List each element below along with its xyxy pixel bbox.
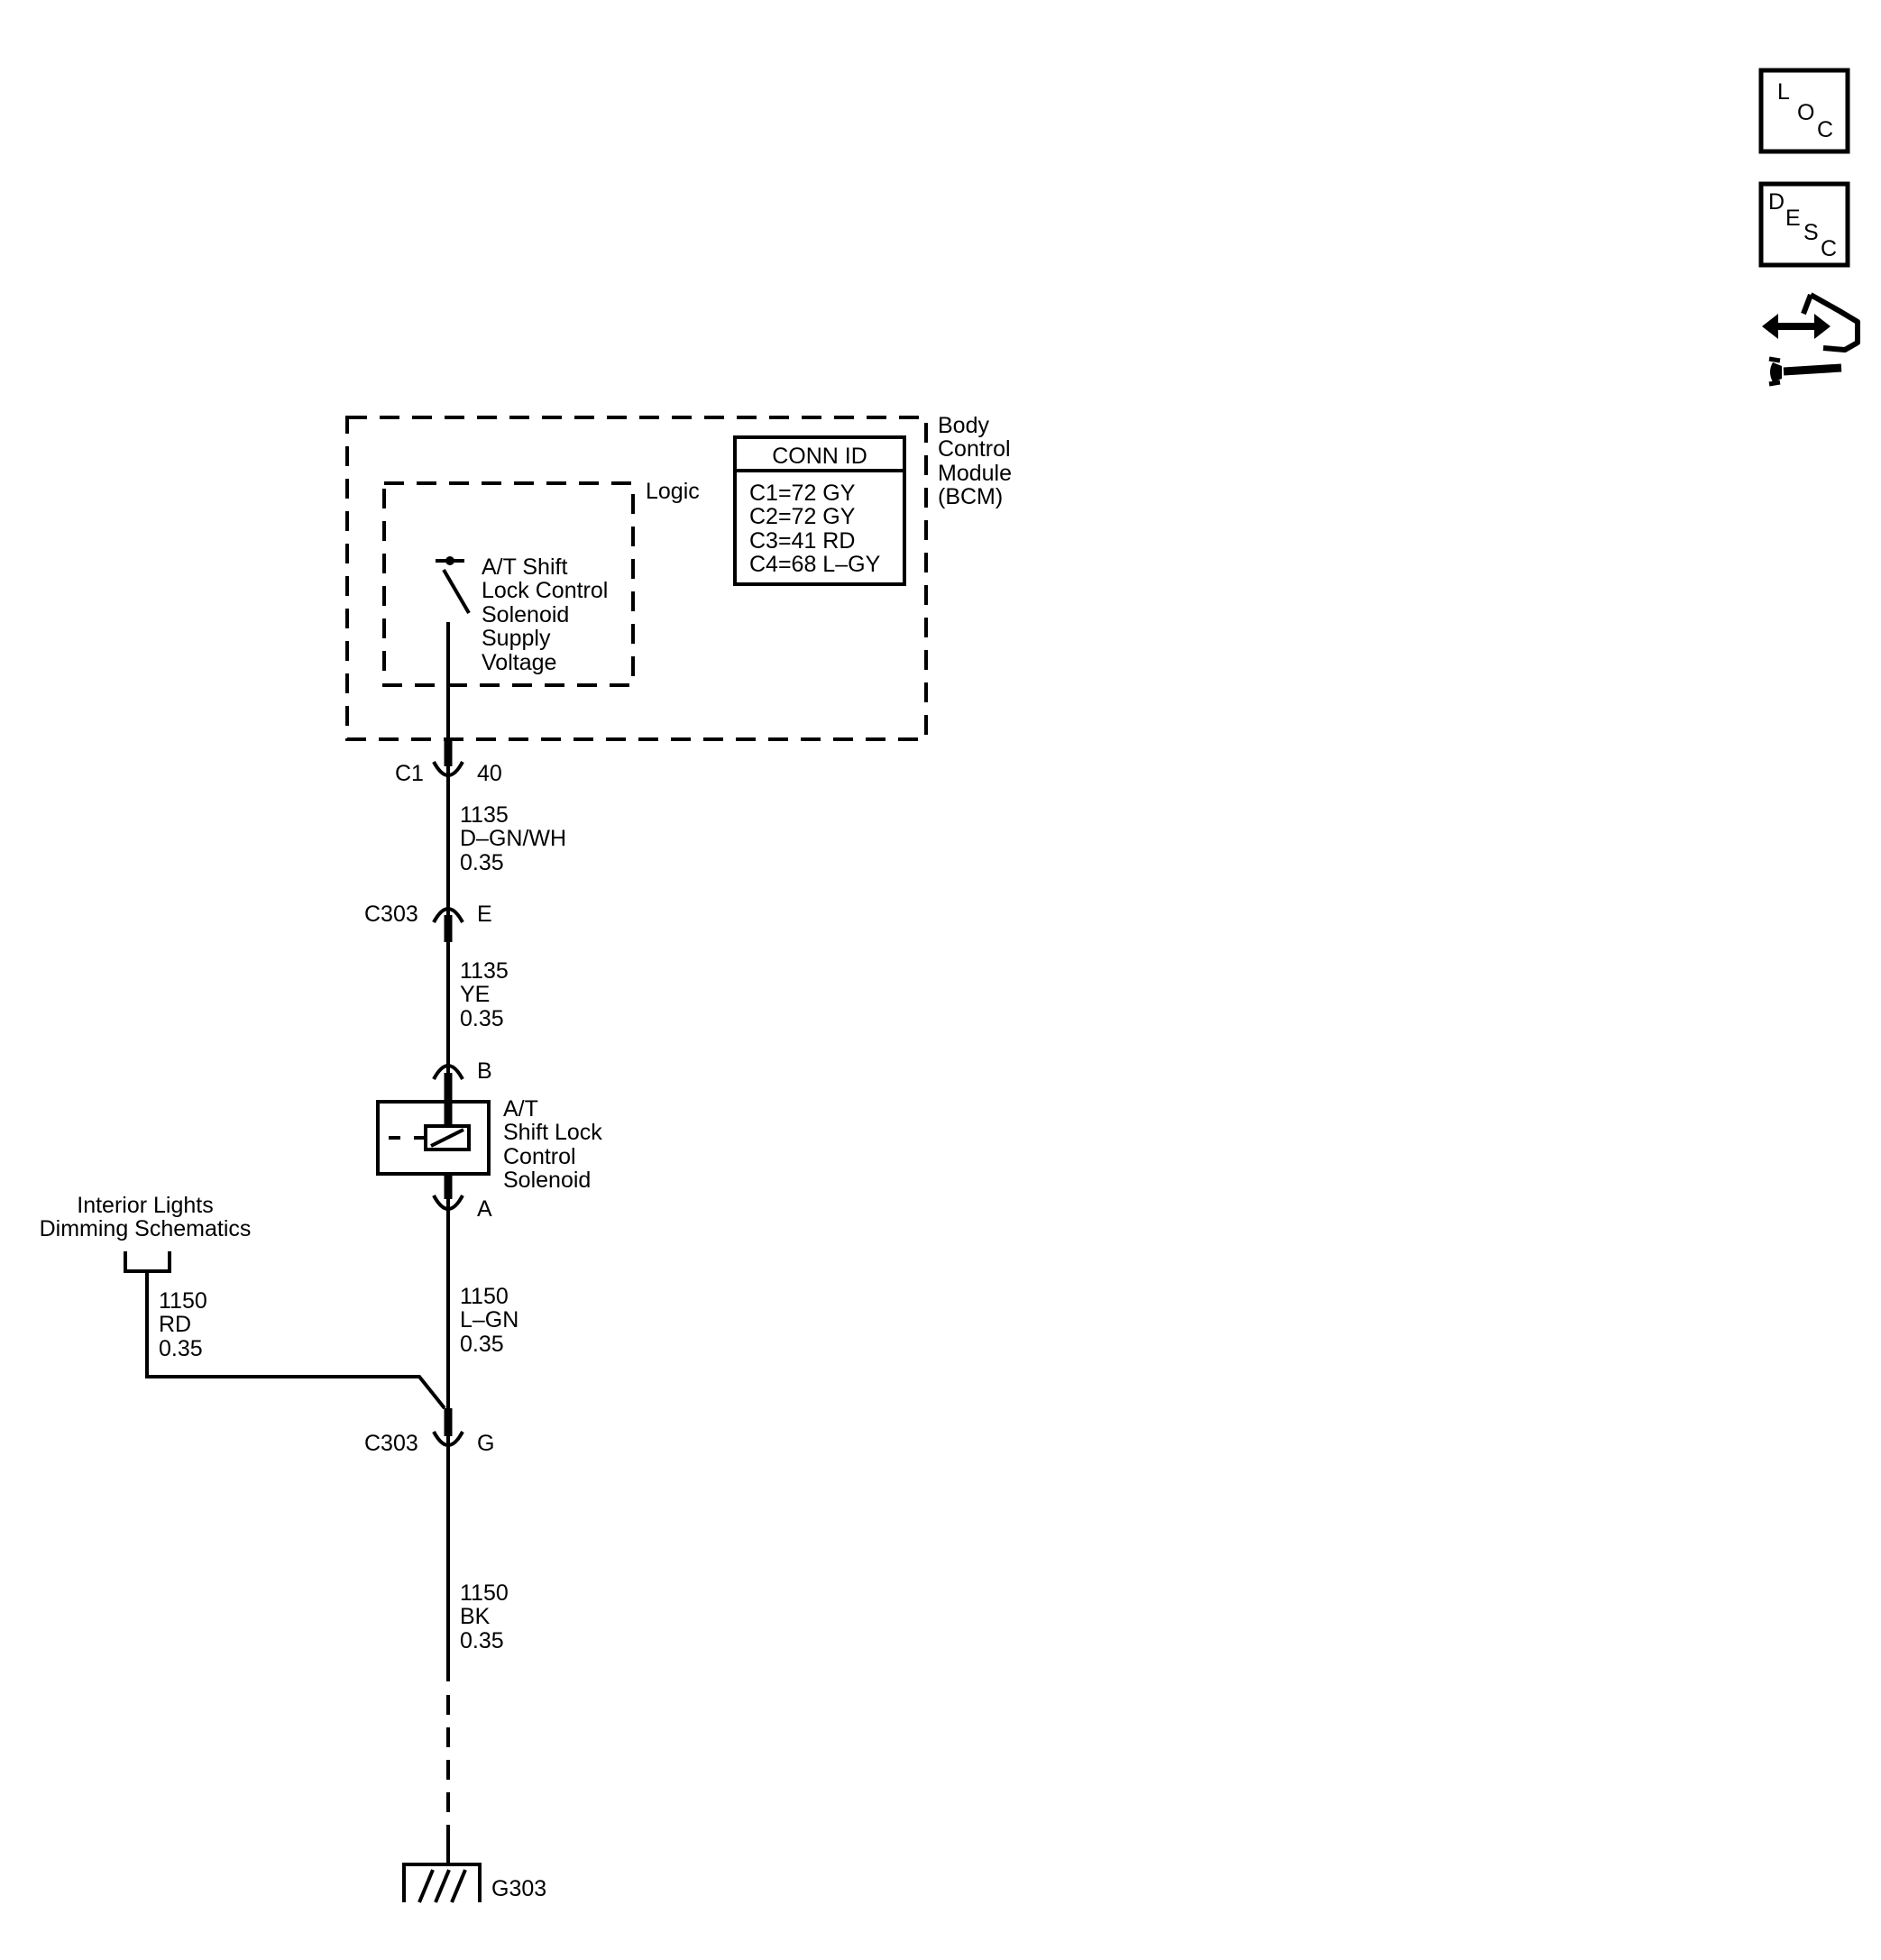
bcm-title-line-4: (BCM) — [938, 484, 1003, 509]
wire-color: YE — [460, 982, 490, 1007]
wire-label-1150-rd: 1150 RD 0.35 — [159, 1288, 207, 1361]
wire-label-1135-dgnwh: 1135 D–GN/WH 0.35 — [460, 802, 566, 875]
solenoid-label-line-2: Shift Lock — [503, 1120, 602, 1145]
body-control-module: Body Control Module (BCM) — [345, 413, 1012, 741]
solenoid-label-line-4: Solenoid — [503, 1168, 591, 1193]
loc-char-2: O — [1797, 100, 1814, 125]
connector-c303-pin-g: C303 G — [364, 1408, 494, 1456]
supply-label-line-1: A/T Shift — [482, 554, 567, 580]
wire-label-1150-lgn: 1150 L–GN 0.35 — [460, 1284, 518, 1357]
supply-label-line-3: Solenoid — [482, 602, 569, 627]
loc-char-1: L — [1777, 79, 1790, 105]
connector-c1-pin: 40 — [477, 761, 502, 786]
solenoid-label-line-3: Control — [503, 1144, 576, 1169]
loc-icon[interactable]: L O C — [1758, 68, 1850, 154]
conn-id-header: CONN ID — [772, 444, 867, 469]
wire-size: 0.35 — [460, 1006, 504, 1031]
bcm-title-line-1: Body — [938, 413, 989, 438]
connector-c303-g-name: C303 — [364, 1431, 418, 1456]
connector-c1-pin-40: C1 40 — [395, 741, 502, 786]
interior-lights-label-line-2[interactable]: Dimming Schematics — [40, 1216, 252, 1241]
supply-label-line-2: Lock Control — [482, 578, 608, 603]
solenoid-pin-b-label: B — [477, 1058, 492, 1084]
ground-g303: G303 — [402, 1839, 546, 1903]
connector-c303-g-pin: G — [477, 1431, 494, 1456]
interior-lights-label-line-1[interactable]: Interior Lights — [77, 1193, 213, 1218]
conn-id-row: C1=72 GY — [749, 481, 856, 506]
supply-label-line-4: Supply — [482, 626, 551, 651]
solenoid-pin-b: B — [432, 1058, 492, 1102]
conn-id-row: C4=68 L–GY — [749, 552, 881, 577]
wire-circuit: 1135 — [460, 958, 509, 984]
connector-c1-name: C1 — [395, 761, 424, 786]
solenoid-pin-a: A — [432, 1174, 492, 1222]
wire-color: L–GN — [460, 1307, 518, 1333]
wire-size: 0.35 — [159, 1336, 203, 1361]
wire-size: 0.35 — [460, 1628, 504, 1653]
bcm-title-line-2: Control — [938, 436, 1011, 462]
connector-c303-e-name: C303 — [364, 902, 418, 927]
wire-circuit: 1150 — [460, 1284, 509, 1309]
loc-char-3: C — [1817, 117, 1833, 142]
wire-circuit: 1135 — [460, 802, 509, 828]
branch-wire-1150-rd — [145, 1271, 446, 1410]
interior-lights-reference[interactable]: Interior Lights Dimming Schematics — [40, 1193, 252, 1273]
wire-circuit: 1150 — [159, 1288, 207, 1314]
wire-color: D–GN/WH — [460, 826, 566, 851]
logic-block: Logic A/T Shift Lock Control Solenoid Su… — [382, 479, 700, 687]
wire-circuit: 1150 — [460, 1580, 509, 1606]
connector-c303-e-pin: E — [477, 902, 492, 927]
conn-id-row: C3=41 RD — [749, 528, 855, 554]
wire-label-1135-ye: 1135 YE 0.35 — [460, 958, 509, 1031]
supply-label-line-5: Voltage — [482, 650, 556, 675]
conn-id-table: CONN ID C1=72 GY C2=72 GY C3=41 RD C4=68… — [733, 435, 906, 586]
bcm-title-line-3: Module — [938, 461, 1012, 486]
logic-label: Logic — [646, 479, 700, 504]
wire-color: BK — [460, 1604, 491, 1629]
ground-label: G303 — [491, 1876, 546, 1901]
wire-size: 0.35 — [460, 1332, 504, 1357]
shift-lock-solenoid: A/T Shift Lock Control Solenoid — [376, 1096, 602, 1193]
wire-size: 0.35 — [460, 850, 504, 875]
wire-label-1150-bk: 1150 BK 0.35 — [460, 1580, 509, 1653]
desc-char-2: E — [1785, 206, 1801, 231]
desc-char-3: S — [1803, 220, 1819, 245]
connector-c303-pin-e: C303 E — [364, 902, 492, 942]
desc-char-4: C — [1821, 236, 1837, 261]
desc-icon[interactable]: D E S C — [1758, 181, 1850, 268]
conn-id-row: C2=72 GY — [749, 504, 856, 529]
solenoid-label-line-1: A/T — [503, 1096, 538, 1122]
hand-wrench-arrow-icon[interactable] — [1762, 292, 1860, 387]
solenoid-pin-a-label: A — [477, 1196, 492, 1222]
desc-char-1: D — [1768, 189, 1785, 215]
wire-color: RD — [159, 1312, 191, 1337]
